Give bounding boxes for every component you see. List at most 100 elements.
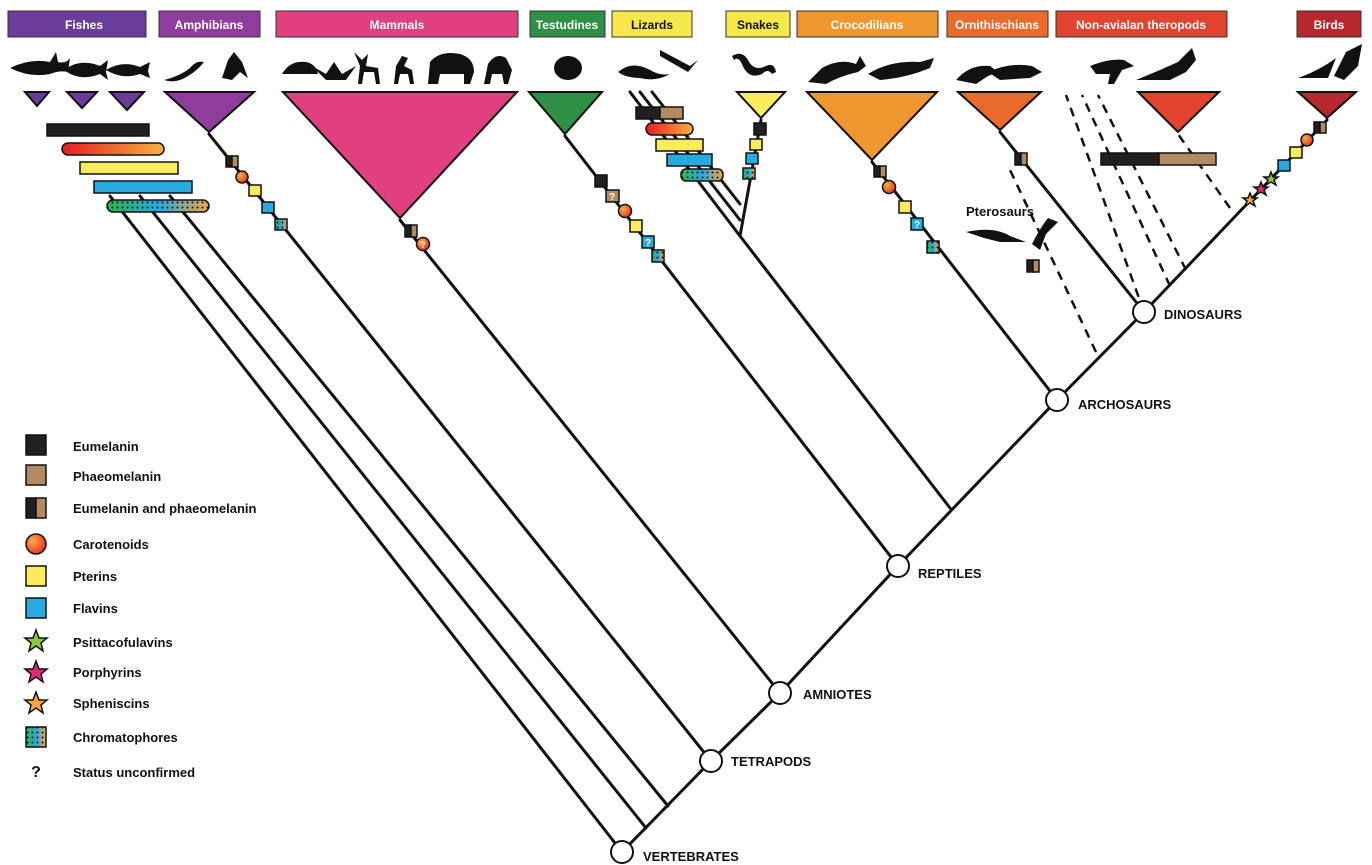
elephant-silhouette <box>428 53 474 84</box>
branch-markers: ? ? ? ? <box>225 121 1327 273</box>
header-mammals: Mammals <box>370 18 425 32</box>
branch-reptiles-archosaurs <box>896 398 1059 568</box>
legend-flavins-swatch <box>25 597 47 619</box>
bird-flavin-marker <box>1277 159 1291 172</box>
header-theropods: Non-avialan theropods <box>1076 18 1206 32</box>
croc-flavin-unconfirmed-mark: ? <box>914 220 920 231</box>
triangle-ornithischians <box>955 91 1044 132</box>
croc1-silhouette <box>808 56 866 84</box>
turtle-flavin-unconfirmed-mark: ? <box>645 238 651 249</box>
header-crocodilians-box <box>796 10 939 38</box>
branch-crocodilians <box>870 160 1059 402</box>
bird-psittacofulvin-marker <box>1261 169 1281 187</box>
legend-eu-phaeo: Eumelanin and phaeomelanin <box>73 501 257 516</box>
node-dinosaurs <box>1132 300 1156 324</box>
clade-headers: Fishes Amphibians Mammals Testudines Liz… <box>7 10 1362 38</box>
lizard-pterins-bar <box>655 138 704 152</box>
ornithischian-eu-phaeo-marker <box>1020 152 1028 166</box>
header-fishes-box <box>7 10 147 38</box>
header-lizards-box <box>611 10 693 38</box>
triangle-amphibians <box>162 91 257 134</box>
legend-carotenoids: Carotenoids <box>73 537 149 552</box>
snake-eumelanin-marker <box>753 122 767 136</box>
label-pterosaurs: Pterosaurs <box>966 204 1034 219</box>
legend: Eumelanin Phaeomelanin Eumelanin and pha… <box>22 434 257 781</box>
amphibian-carotenoid-marker <box>235 170 249 184</box>
fish1-silhouette <box>64 60 108 80</box>
branch-theropod-4 <box>1176 133 1232 209</box>
triangle-theropods <box>1135 91 1222 134</box>
lizard2-silhouette <box>660 50 698 72</box>
lizard-carotenoids-bar <box>645 122 694 136</box>
amphibian-eu-phaeo-marker <box>231 155 239 168</box>
snake-silhouette <box>732 53 776 76</box>
legend-porphyrins-swatch <box>22 658 50 684</box>
tree-nodes: VERTEBRATES TETRAPODS AMNIOTES REPTILES … <box>610 204 1242 864</box>
header-testudines-box <box>529 10 606 38</box>
legend-pterins-swatch <box>25 565 47 587</box>
bird-carotenoid-marker <box>1300 133 1314 147</box>
snake-flavin-marker <box>745 152 759 165</box>
bird-pterin-marker <box>1289 146 1303 159</box>
turtle-flavin-marker <box>641 235 655 249</box>
branch-fish-1 <box>108 194 624 854</box>
turtle-silhouette <box>554 56 582 80</box>
pterosaur-eu-phaeo-marker <box>1032 259 1040 273</box>
fish2-silhouette <box>106 62 150 78</box>
header-snakes: Snakes <box>737 18 779 32</box>
triangle-fish-1 <box>22 91 52 108</box>
bird1-silhouette <box>1298 58 1336 78</box>
header-fishes: Fishes <box>65 18 103 32</box>
legend-eumelanin-swatch <box>25 434 47 456</box>
header-birds: Birds <box>1314 18 1345 32</box>
lizard-phaeomelanin-bar <box>659 106 684 120</box>
triangle-fish-2 <box>64 91 100 110</box>
pterosaur1-silhouette <box>966 229 1026 242</box>
header-lizards: Lizards <box>631 18 673 32</box>
label-archosaurs: ARCHOSAURS <box>1078 397 1172 412</box>
mammal-unconfirmed-mark: ? <box>420 240 426 250</box>
fish-carotenoids-bar <box>61 142 165 156</box>
triangle-testudines <box>526 91 605 136</box>
branch-theropod-2 <box>1080 94 1172 287</box>
node-reptiles <box>886 554 910 578</box>
theropod2-silhouette <box>1136 48 1196 80</box>
animal-silhouettes <box>10 44 1362 250</box>
header-theropods-box <box>1055 10 1228 38</box>
theropod-eumelanin-bar <box>1100 152 1160 166</box>
branch-pterosaurs <box>1008 169 1098 353</box>
branch-archosaurs-dinosaurs <box>1055 310 1146 402</box>
node-vertebrates <box>610 840 634 864</box>
croc-eu-phaeo-marker <box>879 165 887 178</box>
amphibian-pterin-marker <box>248 184 262 197</box>
legend-psittacofulvins: Psittacofulavins <box>73 635 173 650</box>
lizard-flavins-bar <box>666 153 713 167</box>
extinct-branches <box>1008 94 1232 353</box>
legend-flavins: Flavins <box>73 601 118 616</box>
mammal-eu-phaeo-marker <box>410 224 418 238</box>
branch-theropod-1 <box>1064 94 1146 313</box>
node-tetrapods <box>699 749 723 773</box>
mammal-carotenoid-marker <box>415 236 431 252</box>
header-amphibians-box <box>158 10 261 38</box>
lizard-eumelanin-bar <box>635 106 661 120</box>
turtle-phaeomelanin-marker <box>605 189 620 203</box>
fish-pigment-bars <box>46 123 210 213</box>
node-archosaurs <box>1045 388 1069 412</box>
bird2-silhouette <box>1334 44 1362 80</box>
triangle-snakes <box>734 91 788 120</box>
label-dinosaurs: DINOSAURS <box>1164 307 1242 322</box>
turtle-eumelanin-marker <box>594 174 608 188</box>
branch-amniotes-reptiles <box>778 564 900 695</box>
deer-silhouette <box>354 52 380 84</box>
ornithischian2-silhouette <box>988 64 1042 80</box>
ornithischian1-silhouette <box>956 65 998 84</box>
triangle-birds <box>1295 91 1359 120</box>
legend-chromatophores: Chromatophores <box>73 730 178 745</box>
legend-phaeomelanin-swatch <box>25 464 47 486</box>
branch-fish-2 <box>138 194 648 830</box>
amphibian-flavin-marker <box>261 201 275 214</box>
croc-carotenoid-marker <box>881 179 897 195</box>
dog-silhouette <box>394 56 414 84</box>
